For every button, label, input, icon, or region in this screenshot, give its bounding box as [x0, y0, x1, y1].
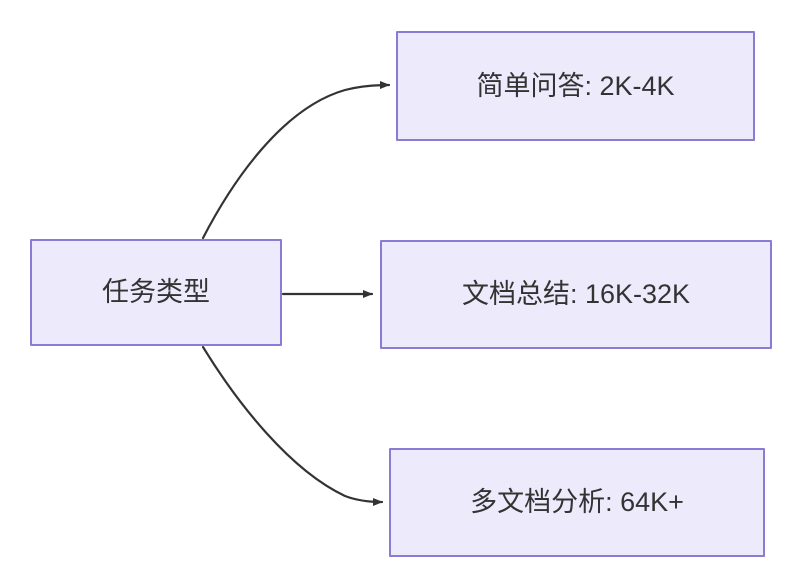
edge-source-simple-qa: [201, 81, 391, 240]
node-doc-summary[interactable]: 文档总结: 16K-32K: [380, 240, 772, 349]
node-label-simple-qa: 简单问答: 2K-4K: [476, 70, 675, 101]
node-simple-qa[interactable]: 简单问答: 2K-4K: [396, 31, 755, 141]
edge-source-multi-doc: [201, 345, 384, 506]
node-label-task-type: 任务类型: [102, 277, 210, 308]
node-label-doc-summary: 文档总结: 16K-32K: [461, 279, 691, 310]
node-multi-doc[interactable]: 多文档分析: 64K+: [389, 448, 765, 557]
node-task-type[interactable]: 任务类型: [30, 239, 282, 346]
node-label-multi-doc: 多文档分析: 64K+: [470, 487, 684, 518]
